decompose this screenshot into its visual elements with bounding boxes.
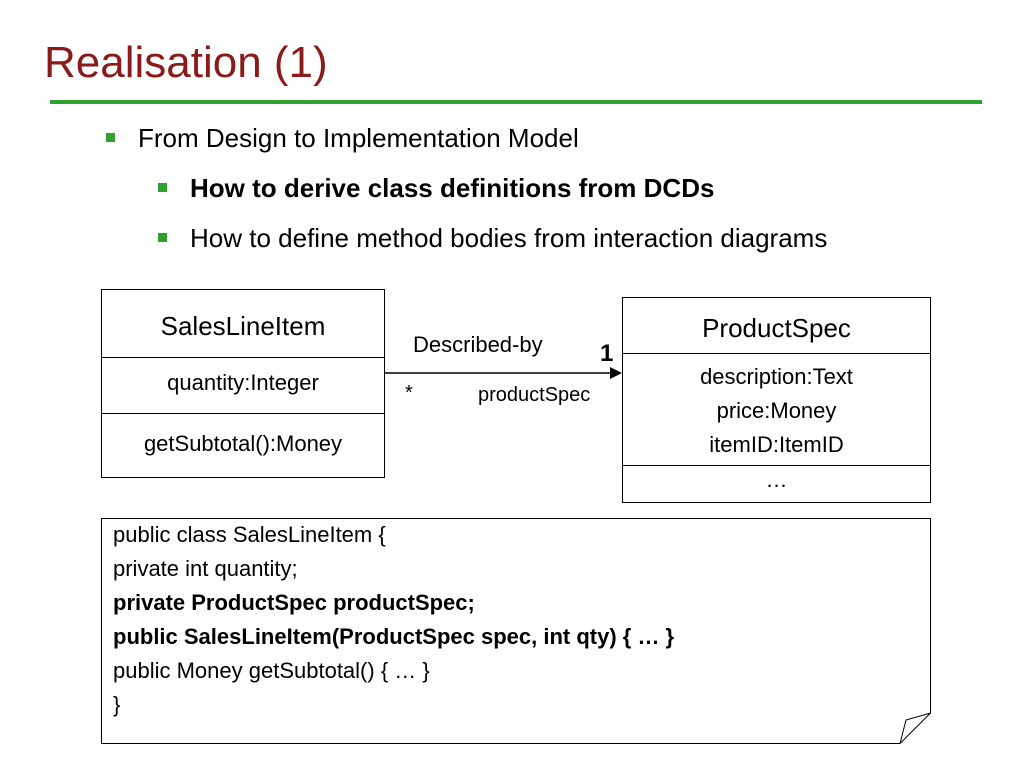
bullet-text: How to derive class definitions from DCD… <box>190 173 715 203</box>
operation: … <box>765 467 788 492</box>
attribute: quantity:Integer <box>167 370 319 395</box>
code-line: private ProductSpec productSpec; <box>113 590 475 615</box>
bullet-text: From Design to Implementation Model <box>138 123 579 153</box>
class-operations: … <box>623 465 930 501</box>
code-block: public class SalesLineItem { private int… <box>113 518 674 722</box>
code-line: } <box>113 692 121 717</box>
square-bullet-icon <box>106 133 115 142</box>
code-line: public SalesLineItem(ProductSpec spec, i… <box>113 624 675 649</box>
square-bullet-icon <box>158 183 167 192</box>
class-attributes: description:Text price:Money itemID:Item… <box>623 353 930 465</box>
class-box-productspec: ProductSpec description:Text price:Money… <box>622 297 931 503</box>
class-name: ProductSpec <box>702 313 851 343</box>
target-multiplicity: 1 <box>600 340 614 367</box>
attribute: price:Money <box>716 398 837 423</box>
square-bullet-icon <box>158 233 167 242</box>
title-underline <box>50 100 982 104</box>
source-multiplicity: * <box>405 382 413 404</box>
operation: getSubtotal():Money <box>143 431 343 456</box>
target-role: productSpec <box>478 384 591 406</box>
arrowhead-icon <box>610 367 622 379</box>
attribute: description:Text <box>700 364 853 389</box>
class-attributes: quantity:Integer <box>102 357 384 413</box>
association-name: Described-by <box>413 332 543 357</box>
attribute: itemID:ItemID <box>709 432 844 457</box>
class-name: SalesLineItem <box>160 311 326 341</box>
code-line: public Money getSubtotal() { … } <box>113 658 430 683</box>
bullet-text: How to define method bodies from interac… <box>190 223 828 253</box>
class-operations: getSubtotal():Money <box>102 413 384 476</box>
slide-title: Realisation (1) <box>44 38 328 87</box>
class-box-saleslineitem: SalesLineItem quantity:Integer getSubtot… <box>101 289 385 478</box>
code-line: private int quantity; <box>113 556 298 581</box>
code-line: public class SalesLineItem { <box>113 522 386 547</box>
code-note-box <box>101 518 931 744</box>
folded-corner-icon <box>899 712 931 744</box>
